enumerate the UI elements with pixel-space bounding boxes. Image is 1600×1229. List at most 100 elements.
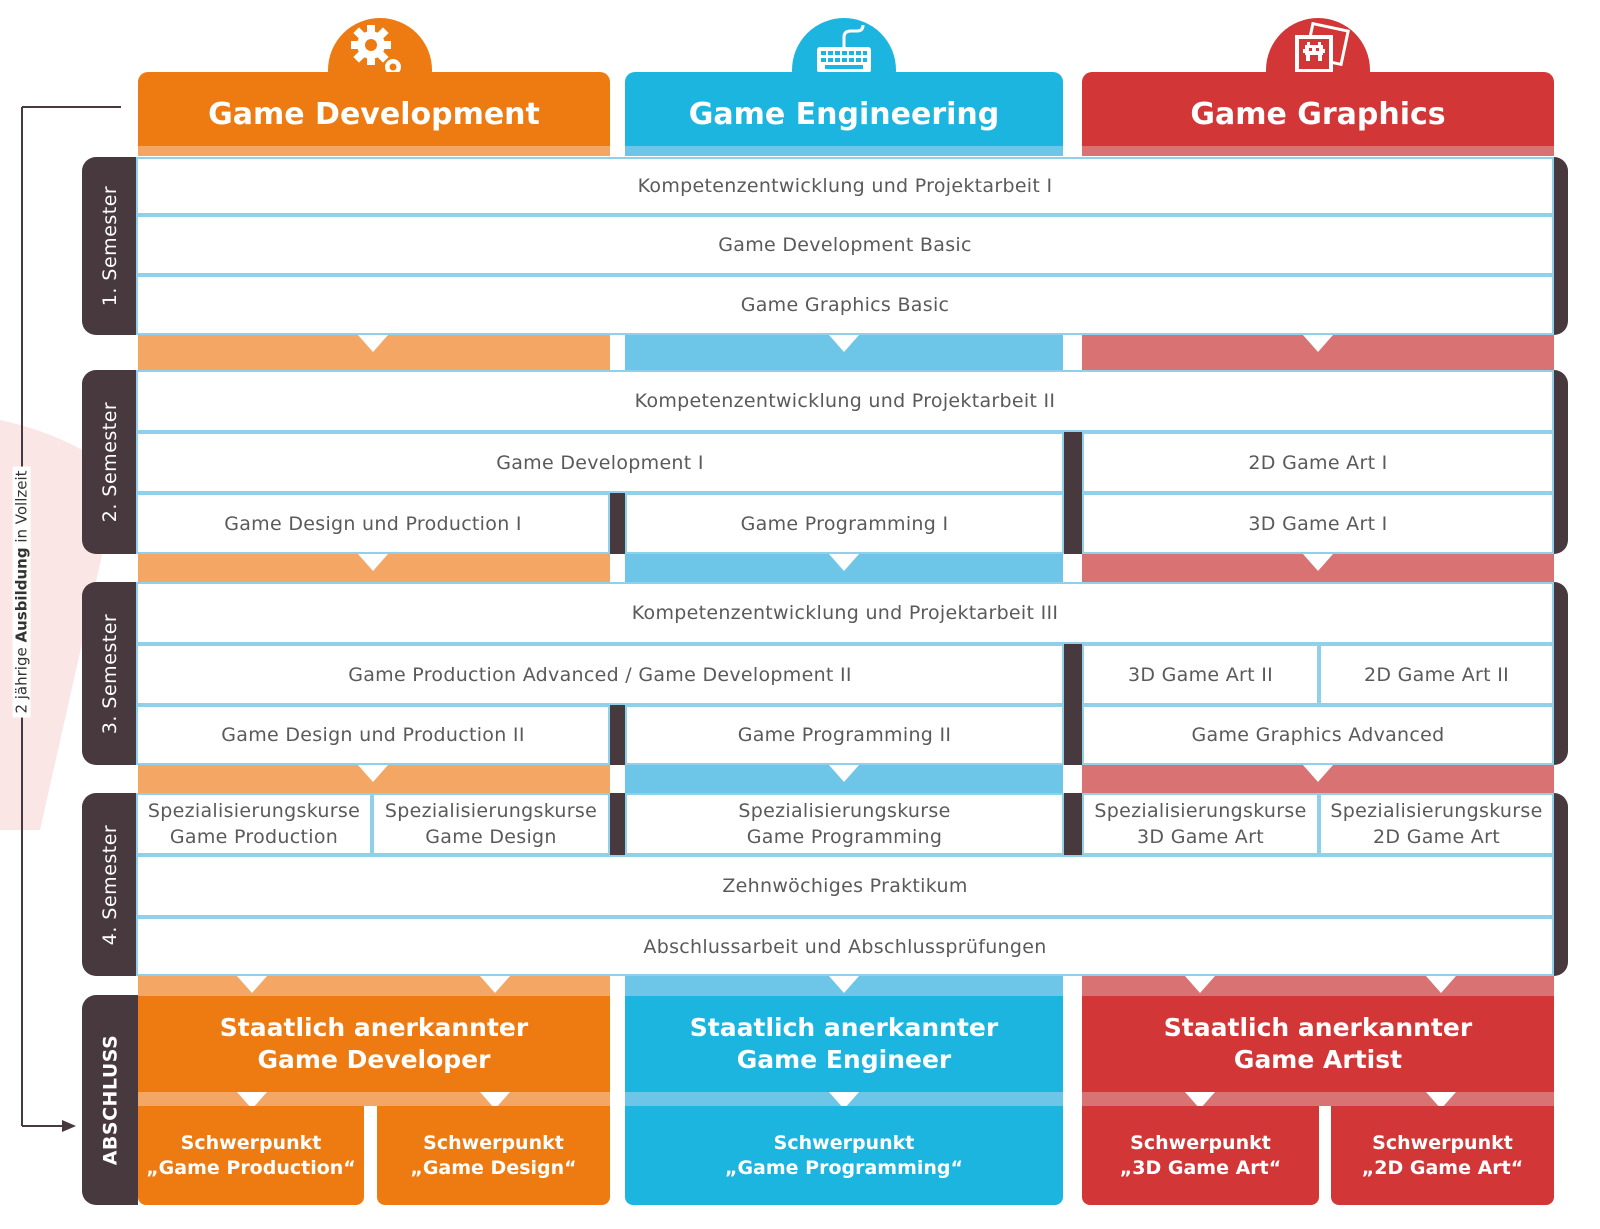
focus-text: „3D Game Art“	[1119, 1156, 1282, 1179]
duration-suffix: in Vollzeit	[13, 470, 31, 548]
s2-game-design: Game Design und Production I	[136, 493, 610, 554]
track-title: Game Graphics	[1190, 96, 1446, 132]
focus-text: Schwerpunkt	[1372, 1131, 1513, 1154]
semester-3-label: 3. Semester	[99, 613, 121, 734]
s1-row-development: Game Development Basic	[136, 215, 1554, 275]
arrow-down-icon	[1303, 765, 1333, 782]
cell-text: Spezialisierungskurse	[1094, 800, 1307, 822]
s3-game-production: Game Production Advanced / Game Developm…	[136, 644, 1064, 705]
arrow-down-icon	[829, 335, 859, 352]
arrow-down-icon	[1426, 976, 1456, 993]
focus-text: „Game Design“	[410, 1156, 577, 1179]
s1-row-kompetenz: Kompetenzentwicklung und Projektarbeit I	[136, 157, 1554, 215]
cell-text: 3D Game Art I	[1248, 512, 1388, 535]
band-red-5	[1082, 1092, 1554, 1106]
focus-game-production: Schwerpunkt„Game Production“	[138, 1106, 364, 1205]
s2-2d-game-art: 2D Game Art I	[1082, 432, 1554, 493]
focus-text: „2D Game Art“	[1361, 1156, 1524, 1179]
arrow-down-icon	[358, 765, 388, 782]
right-edge-tab-3	[1554, 582, 1568, 765]
cell-text: Game Development Basic	[718, 234, 972, 256]
column-divider	[610, 493, 625, 554]
semester-1-label: 1. Semester	[99, 185, 121, 307]
arrow-down-icon	[358, 335, 388, 352]
column-divider	[610, 705, 625, 765]
arrow-down-icon	[1303, 335, 1333, 352]
degree-text: Staatlich anerkannter	[219, 1013, 529, 1042]
semester-1-tab: 1. Semester	[82, 157, 138, 335]
s4-final-exam: Abschlussarbeit und Abschlussprüfungen	[136, 917, 1554, 976]
s2-game-programming: Game Programming I	[625, 493, 1064, 554]
arrow-down-icon	[829, 554, 859, 571]
band-orange-4	[138, 976, 610, 996]
cell-text: 2D Game Art	[1373, 826, 1500, 848]
cell-text: Game Production	[169, 826, 339, 848]
cell-text: Spezialisierungskurse	[738, 800, 951, 822]
focus-text: Schwerpunkt	[180, 1131, 322, 1154]
cell-text: Abschlussarbeit und Abschlussprüfungen	[643, 935, 1047, 958]
track-title: Game Engineering	[688, 96, 1000, 132]
degree-text: Game Artist	[1233, 1045, 1403, 1074]
column-divider	[1064, 644, 1082, 765]
focus-2d-game-art: Schwerpunkt„2D Game Art“	[1331, 1106, 1554, 1205]
cell-text: Kompetenzentwicklung und Projektarbeit I	[637, 175, 1053, 197]
arrow-down-icon	[480, 1092, 510, 1109]
semester-3-tab: 3. Semester	[82, 582, 138, 765]
s3-3d-game-art: 3D Game Art II	[1082, 644, 1319, 705]
focus-game-design: Schwerpunkt„Game Design“	[377, 1106, 610, 1205]
band-orange-5	[138, 1092, 610, 1106]
column-divider	[1064, 793, 1082, 855]
cell-text: Game Graphics Advanced	[1191, 724, 1445, 746]
arrow-down-icon	[829, 976, 859, 993]
semester-2-tab: 2. Semester	[82, 370, 138, 554]
cell-text: Game Programming I	[740, 512, 949, 535]
arrow-down-icon	[829, 1092, 859, 1109]
semester-4-label: 4. Semester	[99, 824, 121, 945]
focus-text: Schwerpunkt	[773, 1131, 915, 1154]
arrow-down-icon	[1426, 1092, 1456, 1109]
cell-text: Game Programming II	[737, 724, 952, 746]
cell-text: Kompetenzentwicklung und Projektarbeit I…	[634, 390, 1056, 412]
s3-game-programming: Game Programming II	[625, 705, 1064, 765]
duration-label: 2 jährige Ausbildung in Vollzeit	[13, 466, 31, 718]
header-band-red	[1082, 146, 1554, 156]
cell-text: Zehnwöchiges Praktikum	[722, 875, 968, 897]
cell-text: Kompetenzentwicklung und Projektarbeit I…	[631, 602, 1059, 624]
column-divider	[1064, 432, 1082, 554]
right-edge-tab-1	[1554, 157, 1568, 335]
track-title: Game Development	[208, 96, 540, 132]
degree-text: Game Developer	[257, 1045, 491, 1074]
focus-text: „Game Programming“	[724, 1156, 964, 1179]
track-header-game-development: Game Development	[138, 72, 610, 156]
duration-bold: Ausbildung	[13, 547, 31, 643]
s1-row-graphics: Game Graphics Basic	[136, 275, 1554, 335]
s4-internship: Zehnwöchiges Praktikum	[136, 855, 1554, 917]
semester-2-label: 2. Semester	[99, 401, 121, 523]
semester-4-tab: 4. Semester	[82, 793, 138, 976]
cell-text: Game Production Advanced / Game Developm…	[348, 663, 852, 686]
cell-text: Game Design und Production I	[224, 512, 522, 535]
focus-text: Schwerpunkt	[423, 1131, 564, 1154]
arrow-down-icon	[237, 976, 267, 993]
header-band-orange	[138, 146, 610, 156]
s3-game-design: Game Design und Production II	[136, 705, 610, 765]
arrow-down-icon	[1185, 1092, 1215, 1109]
track-header-game-graphics: Game Graphics	[1082, 72, 1554, 156]
cell-text: Spezialisierungskurse	[384, 800, 598, 822]
column-divider	[610, 793, 625, 855]
track-header-game-engineering: Game Engineering	[625, 72, 1063, 156]
s3-2d-game-art: 2D Game Art II	[1319, 644, 1554, 705]
s3-row-kompetenz: Kompetenzentwicklung und Projektarbeit I…	[136, 582, 1554, 644]
cell-text: Spezialisierungskurse	[147, 800, 361, 822]
degree-text: Staatlich anerkannter	[1163, 1013, 1473, 1042]
arrow-down-icon	[358, 554, 388, 571]
degree-text: Game Engineer	[736, 1045, 952, 1074]
arrow-down-icon	[829, 765, 859, 782]
